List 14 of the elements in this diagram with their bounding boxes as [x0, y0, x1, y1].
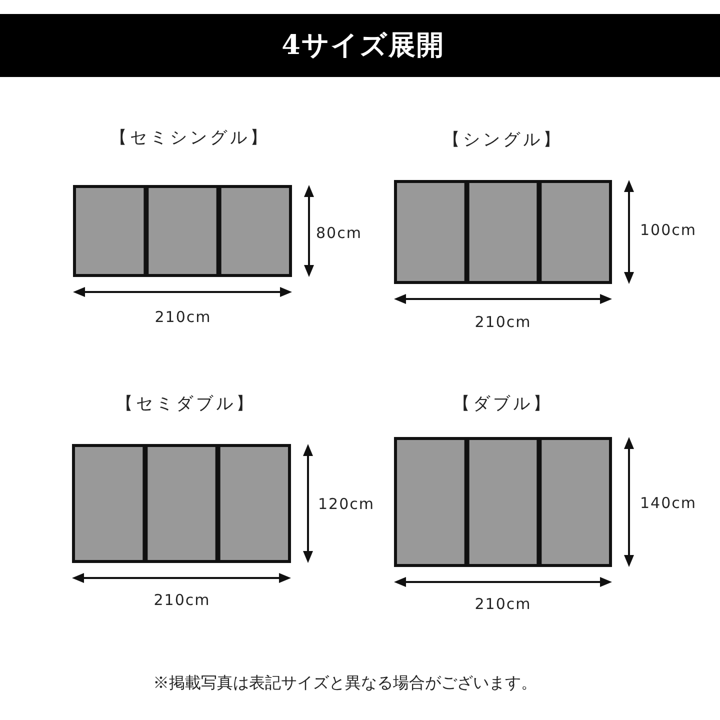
- dimension-label: 210cm: [154, 590, 210, 610]
- dimension-label: 120cm: [318, 494, 374, 514]
- dimension-label: 140cm: [640, 493, 696, 513]
- size-heading: 【ダブル】: [453, 393, 553, 415]
- title-text: 4サイズ展開: [280, 32, 444, 59]
- size-heading: 【シングル】: [443, 129, 563, 151]
- note-text: ※掲載写真は表記サイズと異なる場合がございます。: [153, 672, 537, 694]
- dimension-label: 80cm: [316, 223, 362, 243]
- dimension-label: 210cm: [474, 312, 532, 332]
- size-heading: 【セミダブル】: [116, 393, 256, 415]
- dimension-label: 100cm: [640, 220, 696, 240]
- dimension-label: 210cm: [154, 307, 212, 327]
- size-heading: 【セミシングル】: [110, 127, 270, 149]
- dimension-label: 210cm: [474, 594, 532, 614]
